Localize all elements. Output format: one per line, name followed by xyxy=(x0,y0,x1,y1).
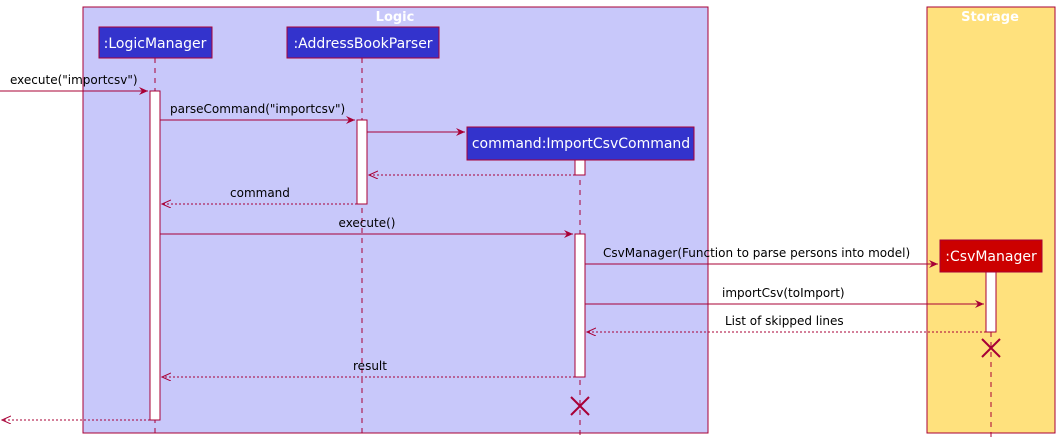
participant-command xyxy=(466,126,695,161)
activation-parser xyxy=(356,119,368,205)
message-execute-importcsv-label: execute("importcsv") xyxy=(10,73,138,87)
activation-logic-manager xyxy=(149,90,161,421)
logic-group-title: Logic xyxy=(376,10,415,25)
storage-group-title: Storage xyxy=(961,10,1019,25)
participant-parser-label: :AddressBookParser xyxy=(293,36,432,52)
destroy-command-icon xyxy=(570,396,590,416)
activation-command-execute xyxy=(574,233,586,378)
message-create-csv-manager-label: CsvManager(Function to parse persons int… xyxy=(603,246,910,260)
message-parse-command-label: parseCommand("importcsv") xyxy=(170,102,345,116)
participant-logic-manager-label: :LogicManager xyxy=(104,36,207,52)
participant-csv-manager xyxy=(939,239,1043,273)
activation-command-constructor xyxy=(574,159,586,176)
storage-group-box xyxy=(926,6,1056,434)
participant-csv-manager-label: :CsvManager xyxy=(945,249,1037,265)
destroy-csv-manager-icon xyxy=(981,338,1001,358)
message-return-skipped-lines-label: List of skipped lines xyxy=(725,314,844,328)
message-import-csv-label: importCsv(toImport) xyxy=(722,286,845,300)
message-return-result-label: result xyxy=(353,359,387,373)
logic-group-box xyxy=(82,6,709,434)
participant-command-label: command:ImportCsvCommand xyxy=(472,136,690,152)
message-execute-label: execute() xyxy=(339,216,396,230)
participant-parser xyxy=(286,26,440,59)
activation-csv-manager xyxy=(985,271,997,333)
message-return-command-label: command xyxy=(230,186,290,200)
participant-logic-manager xyxy=(98,26,213,59)
